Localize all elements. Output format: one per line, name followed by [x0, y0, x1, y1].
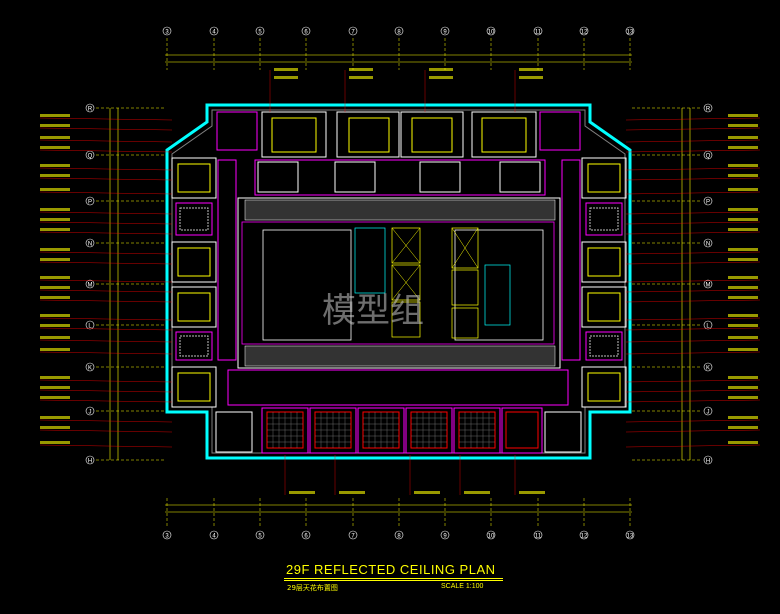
grid-row-label: P [706, 200, 710, 206]
drawing-scale: SCALE 1:100 [441, 583, 484, 590]
grid-column-label: 5 [258, 30, 262, 36]
grid-column-label: 8 [397, 30, 401, 36]
grid-row-label: L [88, 324, 92, 330]
watermark: 模型组 [322, 291, 424, 331]
drawing-title: 29F REFLECTED CEILING PLAN [286, 562, 496, 577]
grid-row-label: H [706, 459, 710, 465]
grid-bubble [394, 26, 404, 36]
grid-column-label: 13 [627, 30, 634, 36]
grid-bubble [255, 26, 265, 36]
grid-bubble [703, 238, 713, 248]
building-outline-inner [171, 109, 626, 454]
grid-bubble [486, 530, 496, 540]
drawing-subtitle: 29层天花布置图 [287, 584, 338, 592]
grid-row-label: K [706, 366, 710, 372]
grid-row-label: J [707, 410, 710, 416]
grid-bubble [394, 530, 404, 540]
grid-bubble [209, 26, 219, 36]
grid-column-label: 10 [488, 30, 495, 36]
grid-column-label: 5 [258, 534, 262, 540]
grid-row-label: Q [706, 154, 711, 160]
grid-bubble [625, 26, 635, 36]
grid-column-label: 3 [165, 30, 169, 36]
grid-bubble [85, 455, 95, 465]
grid-row-label: P [88, 200, 92, 206]
grid-bubble [162, 26, 172, 36]
grid-column-label: 6 [304, 30, 308, 36]
grid-bubble [85, 279, 95, 289]
core-zone [237, 197, 561, 369]
grid-bubble [533, 26, 543, 36]
grid-bubble [579, 26, 589, 36]
grid-bubble [533, 530, 543, 540]
ceiling-patterns [267, 412, 495, 448]
grid-column-label: 7 [351, 30, 355, 36]
grid-row-label: L [706, 324, 710, 330]
title-underline-thin [284, 580, 503, 581]
left-rooms [171, 157, 237, 408]
grid-bubble [703, 320, 713, 330]
grid-row-label: H [88, 459, 92, 465]
grid-bubble [486, 26, 496, 36]
grid-bubble [440, 530, 450, 540]
grid-bubble [348, 26, 358, 36]
grid-bubble [625, 530, 635, 540]
grid-bubble [301, 530, 311, 540]
grid-bubble [703, 196, 713, 206]
grid-bubble [85, 406, 95, 416]
grid-column-label: 12 [581, 30, 588, 36]
grid-bubble [85, 238, 95, 248]
grid-bubble [85, 103, 95, 113]
grid-column-label: 9 [443, 30, 447, 36]
grid-bubble [703, 279, 713, 289]
grid-column-label: 4 [212, 534, 216, 540]
grid-column-label: 9 [443, 534, 447, 540]
right-rooms [561, 157, 627, 408]
grid-columns: 3 3 4 4 5 5 6 6 7 7 8 8 9 9 10 10 11 11 12 12 13 13 [162, 26, 635, 540]
grid-bubble [301, 26, 311, 36]
grid-row-label: N [88, 242, 92, 248]
grid-column-label: 3 [165, 534, 169, 540]
grid-rows: R R Q Q P P N N M M L L K K J J H H [85, 103, 713, 465]
top-rooms [216, 111, 581, 196]
grid-column-label: 12 [581, 534, 588, 540]
grid-bubble [255, 530, 265, 540]
grid-bubble [348, 530, 358, 540]
grid-bubble [440, 26, 450, 36]
grid-bubble [85, 362, 95, 372]
grid-row-label: N [706, 242, 710, 248]
grid-row-label: M [706, 283, 711, 289]
grid-column-label: 11 [535, 30, 542, 36]
building-outline [165, 103, 632, 460]
grid-column-label: 11 [535, 534, 542, 540]
grid-row-label: R [706, 107, 711, 113]
grid-row-label: R [88, 107, 93, 113]
grid-row-label: K [88, 366, 92, 372]
grid-column-label: 4 [212, 30, 216, 36]
annotation-leaders [39, 68, 761, 495]
grid-bubble [703, 150, 713, 160]
grid-column-label: 7 [351, 534, 355, 540]
grid-bubble [703, 103, 713, 113]
grid-bubble [85, 320, 95, 330]
grid-bubble [703, 362, 713, 372]
grid-bubble [85, 150, 95, 160]
grid-bubble [209, 530, 219, 540]
grid-bubble [85, 196, 95, 206]
grid-bubble [703, 455, 713, 465]
grid-bubble [703, 406, 713, 416]
grid-column-label: 10 [488, 534, 495, 540]
grid-row-label: M [88, 283, 93, 289]
grid-column-label: 6 [304, 534, 308, 540]
grid-bubble [162, 530, 172, 540]
grid-row-label: Q [88, 154, 93, 160]
grid-column-label: 13 [627, 534, 634, 540]
bottom-rooms [215, 369, 582, 454]
grid-row-label: J [89, 410, 92, 416]
grid-column-label: 8 [397, 534, 401, 540]
grid-bubble [579, 530, 589, 540]
title-underline [284, 578, 503, 579]
